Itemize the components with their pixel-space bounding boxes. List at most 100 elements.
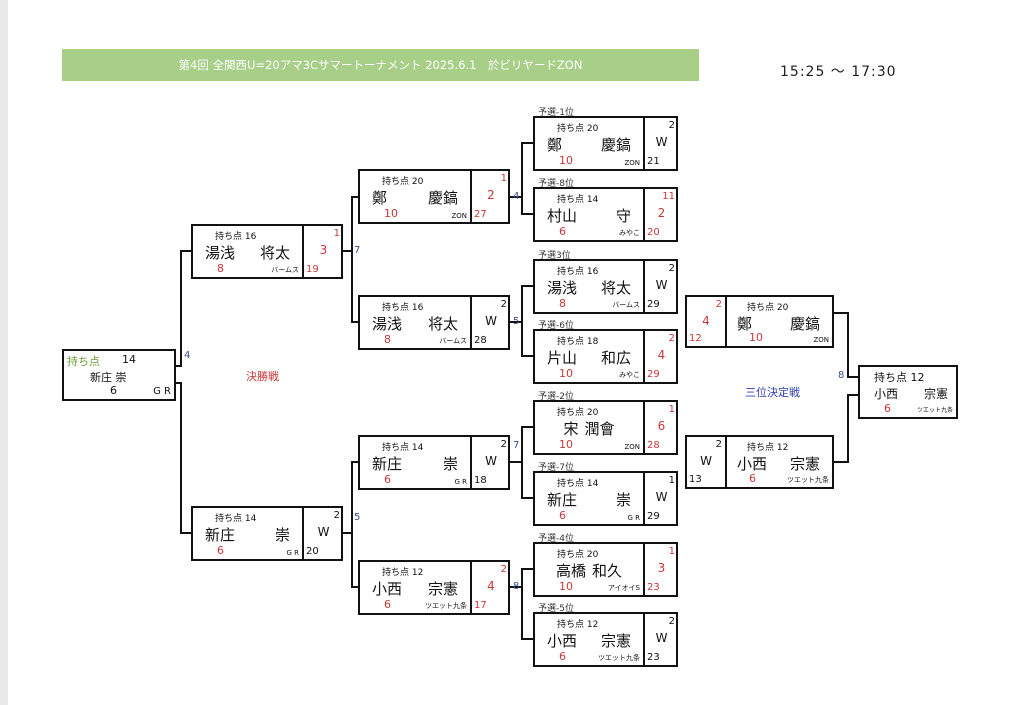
- score-bottom: 28: [474, 335, 487, 346]
- score-top: 2: [668, 333, 675, 344]
- club: ツエット九条: [787, 476, 829, 484]
- points: 持ち点 14: [382, 443, 424, 453]
- score-cell: 1 W 29: [643, 473, 678, 524]
- score-top: 2: [715, 299, 722, 310]
- connector-number: 4: [184, 350, 191, 361]
- given-name: 宗憲: [789, 455, 820, 473]
- player-info: 持ち点 12 小西 宗憲 6 ツエット九条: [360, 562, 470, 613]
- match-box: 持ち点 14 新庄 崇 6 G R 2 W 20: [191, 506, 343, 561]
- score-cell: 2 W 21: [643, 118, 678, 169]
- score-result: 4: [487, 579, 495, 593]
- champion-name: 新庄 崇: [90, 371, 127, 384]
- seed-label: 予選-6位: [538, 321, 574, 331]
- score-top: 1: [668, 546, 675, 557]
- handicap: 6: [559, 650, 566, 663]
- score-result: W: [655, 278, 668, 292]
- match-box: 持ち点 20 宋 潤會 10 ZON 1 6 28: [533, 400, 678, 455]
- score-result: 6: [657, 419, 666, 433]
- player-info: 持ち点 20 宋 潤會 10 ZON: [535, 402, 643, 453]
- score-bottom: 28: [647, 440, 660, 451]
- score-result: 4: [702, 314, 710, 328]
- handicap: 10: [559, 438, 573, 451]
- score-top: 2: [500, 299, 507, 310]
- champion-points: 14: [122, 353, 136, 366]
- club: バームス: [271, 266, 299, 274]
- handicap: 6: [559, 225, 566, 238]
- score-result: W: [485, 454, 497, 468]
- handicap: 10: [559, 580, 573, 593]
- match-box: 持ち点 18 片山 和広 10 みやこ 2 4 29: [533, 329, 678, 384]
- points: 持ち点 20: [557, 550, 599, 560]
- family-name: 村山: [547, 207, 578, 225]
- handicap: 10: [384, 207, 398, 220]
- score-top: 2: [715, 439, 722, 450]
- seed-label: 予選-1位: [538, 108, 574, 118]
- score-cell: 2 W 23: [643, 614, 678, 665]
- player-info: 持ち点 20 鄭 慶鎬 10 ZON: [535, 118, 643, 169]
- score-cell: 2 W 29: [643, 261, 678, 312]
- score-cell: 2 W 28: [470, 297, 510, 348]
- club: バームス: [439, 337, 467, 345]
- final-label: 決勝戦: [246, 370, 279, 383]
- club: ツエット九条: [425, 602, 467, 610]
- club: ZON: [624, 443, 640, 451]
- match-box: 持ち点 12 小西 宗憲 6 ツエット九条 2 W 23: [533, 612, 678, 667]
- score-cell: 1 2 27: [470, 171, 510, 222]
- player-info: 持ち点 14 新庄 崇 6 G R: [360, 437, 470, 488]
- family-name: 宋: [563, 420, 579, 438]
- connector: [510, 285, 533, 357]
- score-cell: 2 W 20: [302, 508, 343, 559]
- score-cell: 1 3 19: [302, 226, 343, 277]
- handicap: 6: [384, 598, 391, 611]
- points: 持ち点 14: [215, 514, 257, 524]
- player-name: 湯浅 将太: [372, 313, 458, 334]
- player-name: 小西 宗憲: [372, 578, 458, 599]
- score-top: 1: [500, 173, 507, 184]
- seed-label: 予選-5位: [538, 604, 574, 614]
- score-bottom: 23: [647, 582, 660, 593]
- family-name: 新庄: [372, 455, 403, 473]
- match-box: 持ち点 12 小西 宗憲 6 ツエット九条 2 W 13: [685, 435, 834, 489]
- given-name: 守: [615, 207, 631, 225]
- score-result: 3: [319, 243, 328, 257]
- family-name: 小西: [372, 580, 403, 598]
- match-box: 持ち点 16 湯浅 将太 8 バームス 2 W 29: [533, 259, 678, 314]
- points: 持ち点 20: [382, 177, 424, 187]
- family-name: 新庄: [205, 526, 236, 544]
- score-top: 2: [500, 439, 507, 450]
- connector: [510, 426, 533, 499]
- points: 持ち点 20: [557, 408, 599, 418]
- seed-label: 予選3位: [538, 251, 571, 261]
- player-name: 村山 守: [547, 205, 631, 226]
- seed-label: 予選-7位: [538, 463, 574, 473]
- score-cell: 2 W 13: [687, 437, 727, 487]
- family-name: 鄭: [547, 136, 563, 154]
- handicap: 6: [559, 509, 566, 522]
- match-box: 持ち点 16 湯浅 将太 8 バームス 1 3 19: [191, 224, 343, 279]
- points: 持ち点 12: [557, 620, 599, 630]
- champion-points-label: 持ち点: [67, 355, 100, 368]
- score-bottom: 20: [647, 227, 660, 238]
- player-info: 持ち点 18 片山 和広 10 みやこ: [535, 331, 643, 382]
- champion-club: G R: [153, 386, 171, 397]
- player-name: 湯浅 将太: [547, 277, 631, 298]
- score-top: 1: [668, 404, 675, 415]
- handicap: 8: [384, 333, 391, 346]
- score-top: 2: [668, 616, 675, 627]
- score-bottom: 19: [306, 264, 319, 275]
- score-top: 2: [668, 263, 675, 274]
- club: ZON: [624, 159, 640, 167]
- connector: [510, 568, 533, 640]
- player-name: 宋 潤會: [547, 418, 631, 439]
- score-cell: 2 4 29: [643, 331, 678, 382]
- player-info: 持ち点 12 小西 宗憲 6 ツエット九条: [725, 437, 832, 487]
- seed-label: 予選-8位: [538, 179, 574, 189]
- score-result: 3: [657, 561, 666, 575]
- score-bottom: 29: [647, 299, 660, 310]
- player-name: 鄭 慶鎬: [737, 313, 820, 334]
- club: ZON: [813, 336, 829, 344]
- score-bottom: 29: [647, 369, 660, 380]
- player-info: 持ち点 16 湯浅 将太 8 バームス: [193, 226, 302, 277]
- points: 持ち点 16: [557, 267, 599, 277]
